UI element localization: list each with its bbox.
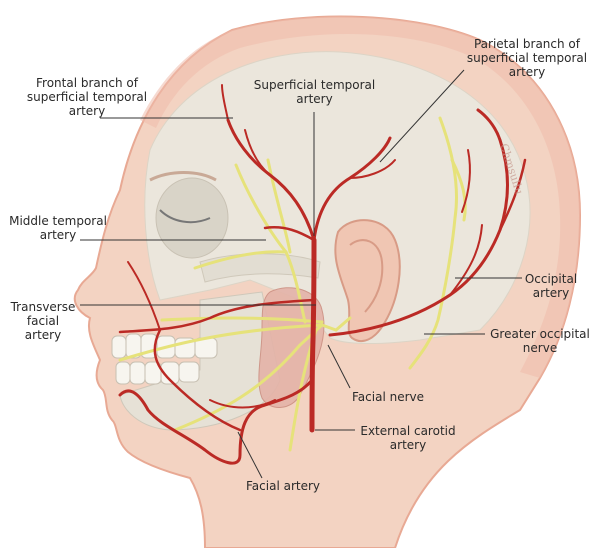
label-facial-nerve: Facial nerve [352, 390, 442, 404]
label-frontal-branch: Frontal branch of superficial temporal a… [22, 76, 152, 118]
label-facial-artery: Facial artery [246, 479, 336, 493]
label-superficial-temporal-artery: Superficial temporal artery [252, 78, 377, 106]
label-occipital-artery: Occipital artery [518, 272, 584, 300]
eye-socket [156, 178, 228, 258]
label-transverse-facial-artery: Transverse facial artery [10, 300, 76, 342]
label-parietal-branch: Parietal branch of superficial temporal … [462, 37, 592, 79]
label-external-carotid-artery: External carotid artery [356, 424, 460, 452]
label-middle-temporal-artery: Middle temporal artery [8, 214, 108, 242]
label-greater-occipital-nerve: Greater occipital nerve [488, 327, 592, 355]
